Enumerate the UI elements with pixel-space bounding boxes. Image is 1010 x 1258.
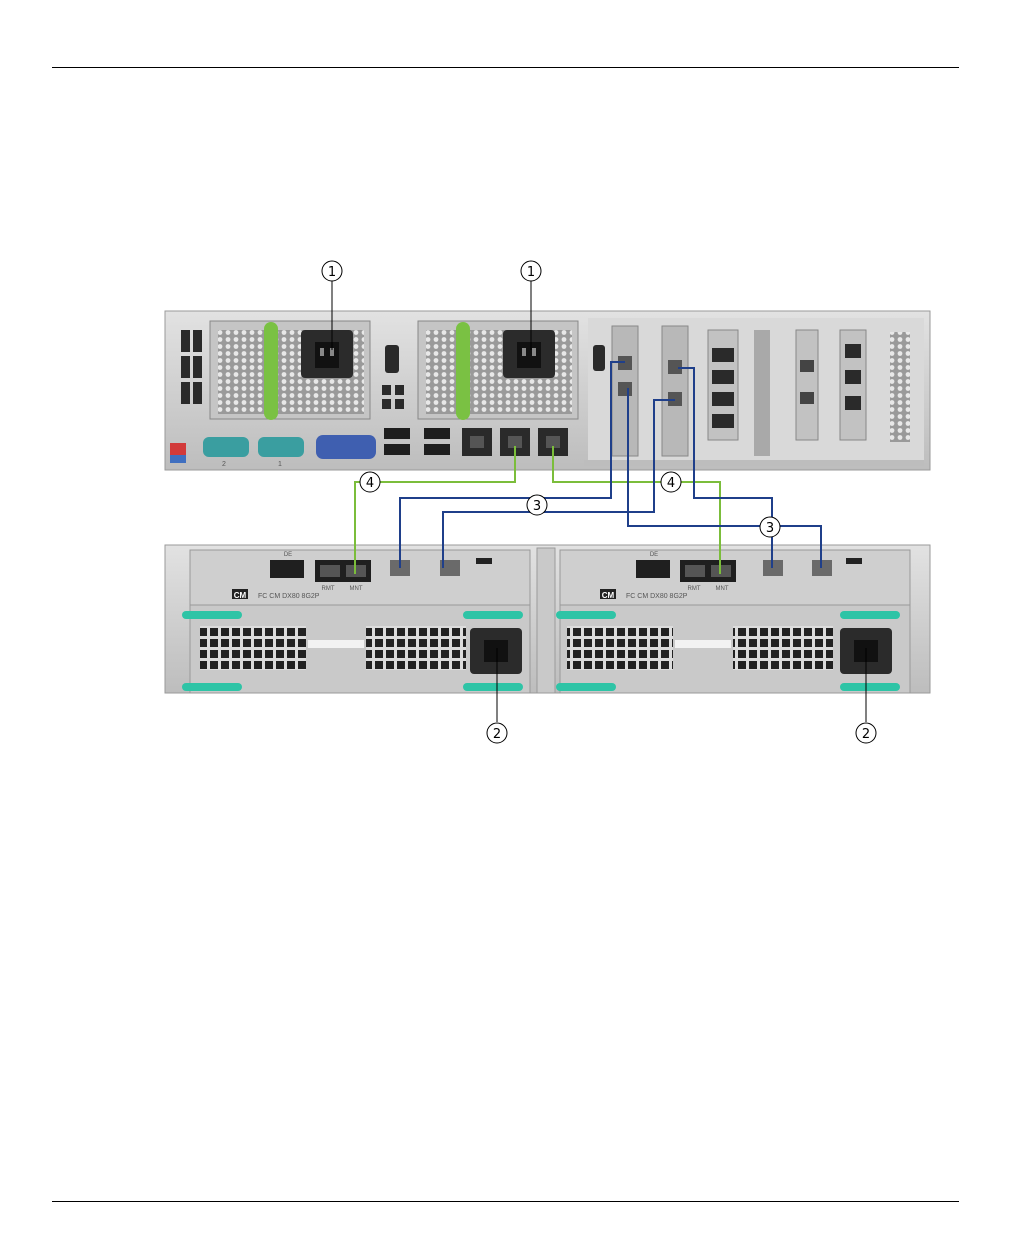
usb-port[interactable]: [384, 428, 410, 439]
server-pcie-slots: [584, 318, 924, 466]
serial-port-1[interactable]: [258, 437, 304, 457]
fc-hba-card-2: [662, 326, 688, 456]
fc-port[interactable]: [618, 382, 632, 396]
cm-model-left: FC CM DX80 8G2P: [258, 593, 320, 600]
rmt-label-left: RMT: [322, 586, 335, 592]
de-port-right[interactable]: [636, 560, 670, 578]
serial-port-2[interactable]: [203, 437, 249, 457]
callout-psu-storage-left: 2: [493, 727, 501, 742]
de-label-left: DE: [284, 552, 292, 558]
usb-port[interactable]: [384, 444, 410, 455]
de-port-left[interactable]: [270, 560, 304, 578]
callout-fc-cable-top: 3: [533, 499, 541, 514]
mnt-label-left: MNT: [350, 586, 363, 592]
storage-rear-panel: DE RMT MNT CM FC CM DX80 8G2P: [165, 545, 930, 693]
usb-port[interactable]: [424, 428, 450, 439]
de-label-right: DE: [650, 552, 658, 558]
mnt-label-right: MNT: [716, 586, 729, 592]
cm-model-right: FC CM DX80 8G2P: [626, 593, 688, 600]
callout-fc-cable-bottom: 3: [766, 521, 774, 536]
rmt-label-right: RMT: [688, 586, 701, 592]
cm-badge-left: CM: [234, 591, 247, 600]
server-rear-panel: 2 1: [165, 311, 930, 470]
serial-port-2-label: 2: [222, 461, 226, 468]
server-psu-left: [210, 321, 370, 420]
callout-psu-storage-right: 2: [862, 727, 870, 742]
callout-psu-server-left: 1: [328, 265, 336, 280]
serial-port-1-label: 1: [278, 461, 282, 468]
controller-module-right: DE RMT MNT CM FC CM DX80 8G2P: [556, 550, 910, 693]
vga-port[interactable]: [316, 435, 376, 459]
callout-psu-server-right: 1: [527, 265, 535, 280]
callout-lan-cable-right: 4: [667, 476, 675, 491]
server-psu-right: [418, 321, 578, 420]
usb-port[interactable]: [424, 444, 450, 455]
cm-badge-right: CM: [602, 591, 615, 600]
callout-lan-cable-left: 4: [366, 476, 374, 491]
